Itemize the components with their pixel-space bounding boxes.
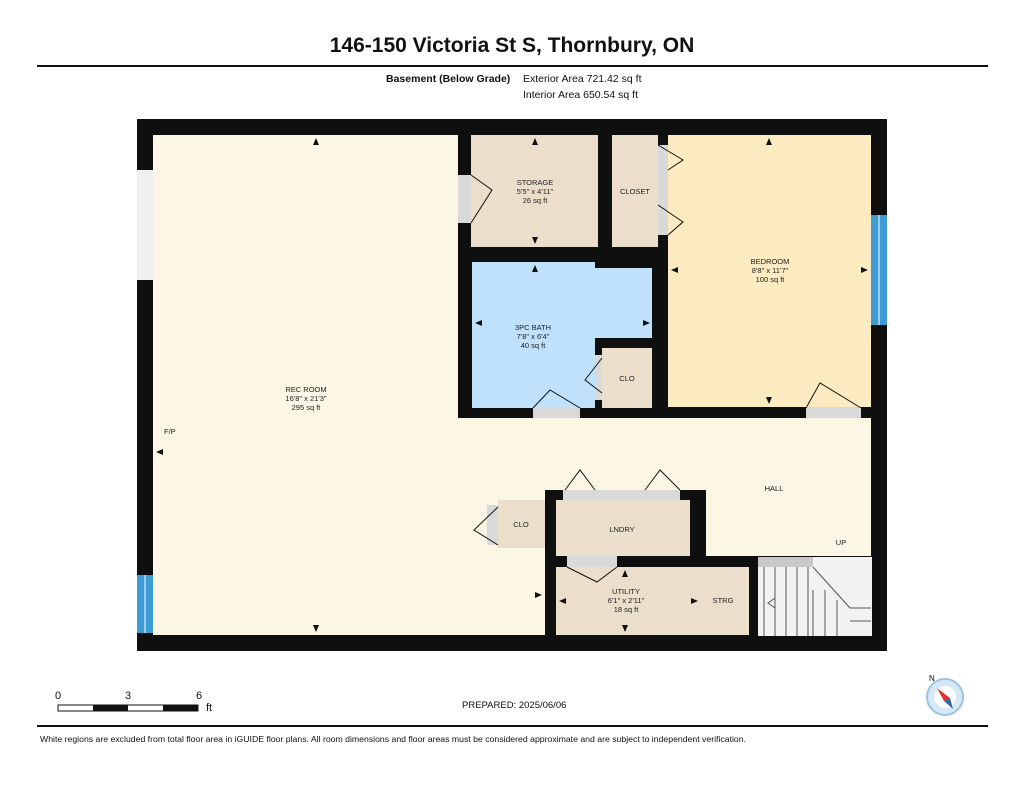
storage-dims: 5'5" x 4'11" [517, 187, 554, 196]
interior-area: Interior Area 650.54 sq ft [523, 89, 638, 101]
scale-label-3: 3 [125, 690, 132, 702]
bedroom-floor [668, 135, 871, 407]
door-openings [137, 145, 861, 567]
rec-room-area: 295 sq ft [292, 403, 322, 412]
scale-label-6: 6 [196, 690, 203, 702]
laundry-name: LNDRY [609, 525, 634, 534]
bath-floor [472, 262, 652, 408]
strg-name: STRG [713, 596, 734, 605]
fireplace-label: F/P [164, 427, 176, 436]
rec-room-floor [153, 135, 545, 635]
footer-disclaimer: White regions are excluded from total fl… [40, 734, 746, 744]
utility-name: UTILITY [612, 587, 640, 596]
closet-floor [612, 135, 658, 247]
staircase [758, 557, 872, 636]
stairs-up-label: UP [836, 538, 846, 547]
plan-title: 146-150 Victoria St S, Thornbury, ON [329, 34, 695, 57]
compass-icon: N [926, 674, 964, 716]
bath-closet-name: CLO [619, 374, 635, 383]
lndry-closet-floor [498, 500, 545, 548]
utility-floor [556, 567, 749, 635]
laundry-floor [556, 500, 690, 556]
header-rule [37, 65, 988, 67]
bath-name: 3PC BATH [515, 323, 551, 332]
bedroom-area: 100 sq ft [756, 275, 786, 284]
rec-room-name: REC ROOM [285, 385, 326, 394]
dimension-arrows [156, 138, 868, 632]
utility-area: 18 sq ft [614, 605, 640, 614]
utility-dims: 6'1" x 2'11" [608, 596, 645, 605]
storage-floor [471, 135, 598, 247]
footer-rule [37, 725, 988, 727]
window-mullions [144, 215, 880, 633]
level-label: Basement (Below Grade) [386, 73, 511, 85]
door-swings [470, 144, 862, 583]
closet-name: CLOSET [620, 187, 650, 196]
hall-name: HALL [765, 484, 784, 493]
scale-unit: ft [206, 702, 213, 714]
compass-north-label: N [929, 674, 935, 683]
bath-area: 40 sq ft [521, 341, 547, 350]
bedroom-dims: 8'8" x 11'7" [752, 266, 789, 275]
bath-dims: 7'8" x 6'4" [517, 332, 550, 341]
bedroom-name: BEDROOM [751, 257, 790, 266]
storage-area: 26 sq ft [523, 196, 549, 205]
rec-room-dims: 16'8" x 21'3" [285, 394, 326, 403]
hall-floor [458, 418, 871, 635]
scale-label-0: 0 [55, 690, 62, 702]
lndry-closet-name: CLO [513, 520, 529, 529]
exterior-area: Exterior Area 721.42 sq ft [523, 73, 642, 85]
prepared-date: PREPARED: 2025/06/06 [462, 700, 567, 711]
scale-bar [57, 704, 199, 712]
storage-name: STORAGE [517, 178, 554, 187]
bath-closet-floor [602, 348, 652, 408]
